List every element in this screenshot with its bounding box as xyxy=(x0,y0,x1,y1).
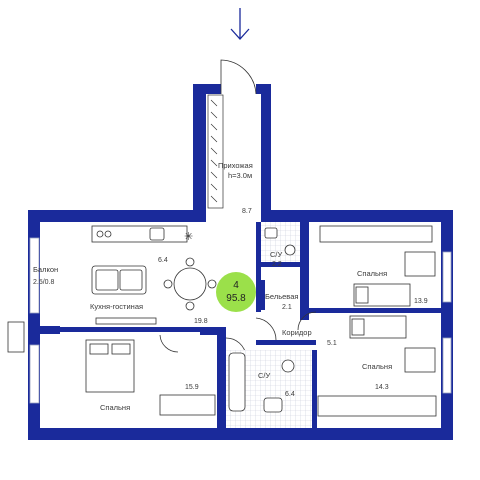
small-sink xyxy=(264,227,278,239)
large-bathroom-name: С/У xyxy=(258,371,271,380)
dining-table xyxy=(163,257,217,311)
kitchen-area-b: 19.8 xyxy=(194,318,208,325)
sofa xyxy=(91,265,147,295)
laundry-area: 2.1 xyxy=(282,304,292,311)
wardrobe-left xyxy=(159,394,216,416)
balcony-name: Балкон xyxy=(33,265,58,274)
bed-top-right xyxy=(353,283,411,307)
hallway-height: h=3.0м xyxy=(228,171,252,180)
bedroom-top-right-area: 13.9 xyxy=(414,298,428,305)
kitchen-area-a: 6.4 xyxy=(158,257,168,264)
small-bathroom-area: 2.2 xyxy=(272,261,282,268)
small-bathroom-name: С/У xyxy=(270,250,283,259)
bedroom-top-right-name: Спальня xyxy=(357,269,387,278)
bed-left xyxy=(85,339,135,393)
kitchen-counter xyxy=(91,225,188,243)
bedroom-bottom-right-area: 14.3 xyxy=(375,384,389,391)
small-toilet xyxy=(284,244,296,256)
wardrobe-right xyxy=(317,395,437,417)
kitchen-name: Кухня-гостиная xyxy=(90,302,143,311)
desk-bottom-right xyxy=(404,347,436,373)
hallway-area: 8.7 xyxy=(242,208,252,215)
bedroom-bottom-right-name: Спальня xyxy=(362,362,392,371)
bed-bottom-right xyxy=(349,315,407,339)
balcony-outline xyxy=(7,321,25,353)
balcony-area: 2.5/0.8 xyxy=(33,279,55,286)
hallway-name: Прихожая xyxy=(218,161,253,170)
bedroom-left-area: 15.9 xyxy=(185,384,199,391)
snowflake-icon: ✳ xyxy=(184,231,193,243)
badge-area: 95.8 xyxy=(226,293,246,304)
area-badge: 4 95.8 xyxy=(216,272,256,312)
room-labels: Прихожая h=3.0м 8.7 Кухня-гостиная 6.4 1… xyxy=(33,161,428,412)
badge-rooms: 4 xyxy=(233,280,239,291)
corridor-area: 5.1 xyxy=(327,340,337,347)
wardrobe-top-right xyxy=(319,225,433,243)
interior-walls xyxy=(40,222,441,428)
arrow-down-icon xyxy=(230,8,250,40)
corridor-name: Коридор xyxy=(282,328,312,337)
tv-unit xyxy=(95,317,157,325)
toilet xyxy=(281,359,295,373)
wardrobe xyxy=(207,94,224,209)
bathtub xyxy=(228,352,246,412)
sink xyxy=(263,397,283,413)
large-bathroom-area: 6.4 xyxy=(285,391,295,398)
laundry-name: Бельевая xyxy=(265,292,298,301)
windows xyxy=(29,237,452,404)
desk-top-right xyxy=(404,251,436,277)
bedroom-left-name: Спальня xyxy=(100,403,130,412)
